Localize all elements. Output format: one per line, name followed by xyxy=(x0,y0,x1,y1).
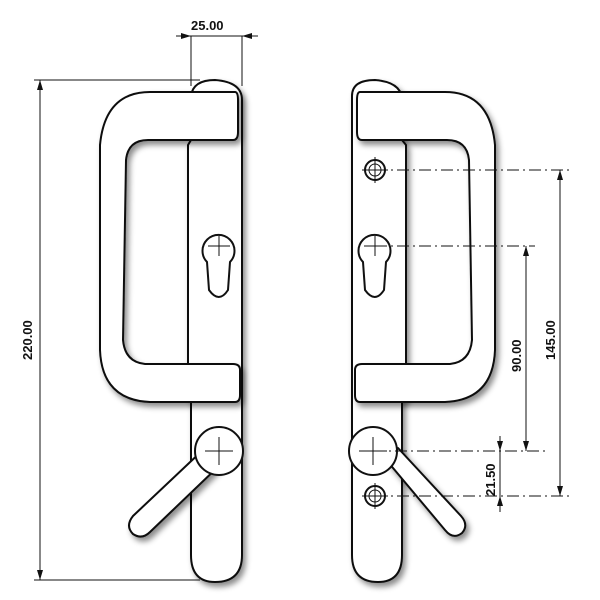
dimension-fixing-centers: 145.00 xyxy=(543,170,563,496)
dimension-label-overall-height: 220.00 xyxy=(20,320,35,360)
dimension-spindle-to-fixing: 21.50 xyxy=(483,436,503,512)
dimension-label-lock-to-spindle: 90.00 xyxy=(509,339,524,372)
dimension-top-width: 25.00 xyxy=(176,18,258,86)
dimension-overall-height: 220.00 xyxy=(20,79,200,581)
dimension-lock-to-spindle: 90.00 xyxy=(509,246,529,451)
keyhole-rear xyxy=(357,233,392,298)
handle-front-view xyxy=(99,79,244,583)
dimension-label-spindle-to-fixing: 21.50 xyxy=(483,463,498,496)
backplate-rear xyxy=(351,79,407,583)
grip-front xyxy=(99,91,241,403)
keyhole-front xyxy=(201,233,236,298)
lever-rear xyxy=(387,447,467,537)
dimension-label-top-width: 25.00 xyxy=(191,18,224,33)
handle-rear-view xyxy=(348,79,496,583)
grip-rear xyxy=(354,91,496,403)
lever-front xyxy=(128,447,223,538)
backplate-front xyxy=(187,79,243,583)
dimension-label-fixing-centers: 145.00 xyxy=(543,320,558,360)
